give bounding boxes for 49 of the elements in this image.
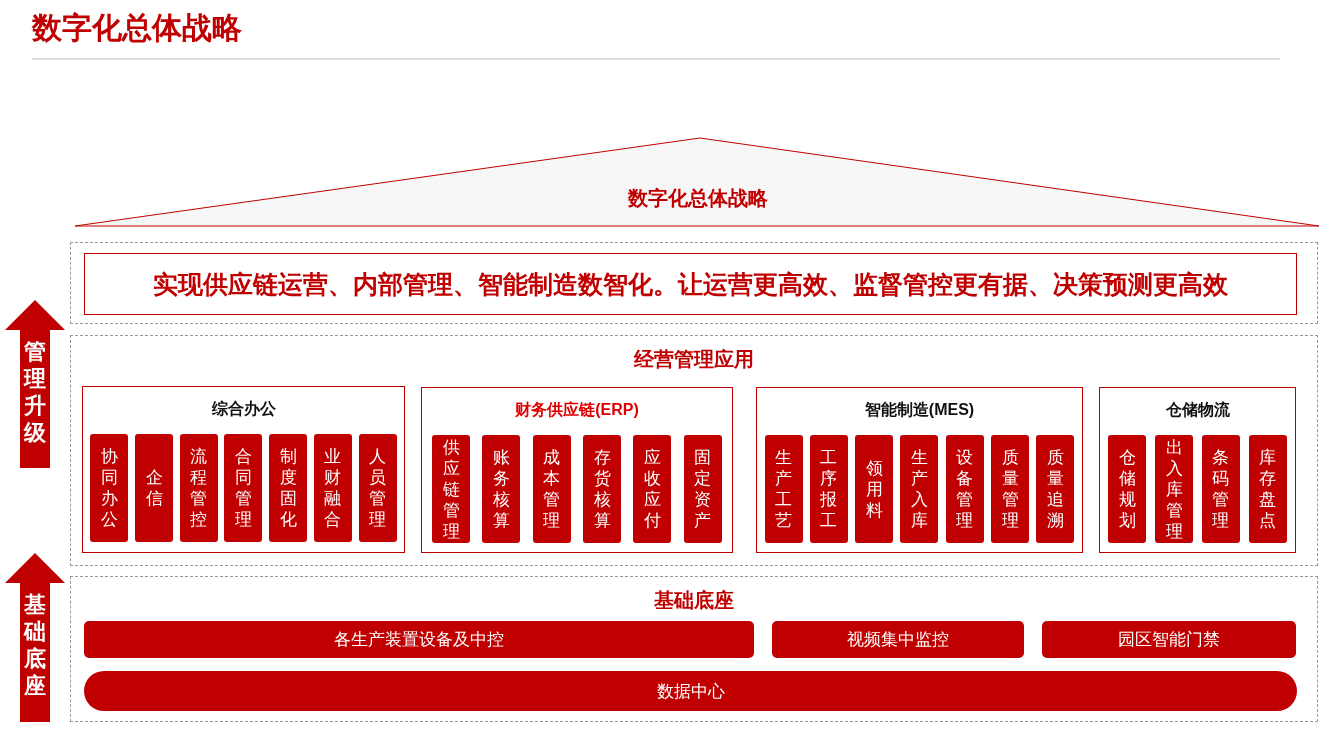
module-tile: 协同办公 (90, 434, 129, 542)
module-tile: 应收应付 (633, 435, 672, 543)
module-tile: 账务核算 (482, 435, 521, 543)
module-tile: 业财融合 (313, 434, 352, 542)
module-tile: 供应链管理 (432, 435, 471, 543)
module-tile: 生产入库 (900, 435, 939, 543)
layer-heading: 经营管理应用 (632, 347, 755, 372)
group-heading: 智能制造(MES) (863, 400, 976, 420)
arrow-label: 管理升级 (23, 338, 47, 446)
module-tile: 设备管理 (945, 435, 984, 543)
module-tile: 出入库管理 (1155, 435, 1194, 543)
arrow-label: 基础底座 (23, 591, 47, 699)
module-tile: 工序报工 (809, 435, 848, 543)
module-tile: 固定资产 (683, 435, 722, 543)
infrastructure-bar: 园区智能门禁 (1042, 621, 1296, 658)
layer-panel (70, 335, 1318, 566)
module-tile: 质量管理 (991, 435, 1030, 543)
module-tile: 合同管理 (224, 434, 263, 542)
layer-panel (70, 576, 1318, 722)
module-tile: 成本管理 (532, 435, 571, 543)
infrastructure-bar: 视频集中监控 (772, 621, 1024, 658)
layer-heading: 基础底座 (653, 588, 735, 613)
module-tile: 生产工艺 (764, 435, 803, 543)
infrastructure-bar: 各生产装置设备及中控 (84, 621, 754, 658)
upward-arrow (5, 300, 65, 468)
module-tile: 条码管理 (1201, 435, 1240, 543)
roof-banner (75, 137, 1320, 227)
module-tile: 人员管理 (358, 434, 397, 542)
vision-statement: 实现供应链运营、内部管理、智能制造数智化。让运营更高效、监督管控更有据、决策预测更高效 (84, 253, 1297, 315)
module-tile: 仓储规划 (1108, 435, 1147, 543)
module-group (1099, 387, 1296, 553)
module-tile: 质量追溯 (1036, 435, 1075, 543)
roof-title: 数字化总体战略 (626, 186, 769, 211)
data-center-bar: 数据中心 (84, 671, 1297, 711)
module-group (82, 386, 405, 553)
module-tile: 企信 (135, 434, 174, 542)
upward-arrow (5, 553, 65, 722)
layer-panel (70, 242, 1318, 324)
module-tile: 库存盘点 (1248, 435, 1287, 543)
module-tile: 领用料 (855, 435, 894, 543)
module-group (756, 387, 1083, 553)
module-tile: 存货核算 (583, 435, 622, 543)
page-title: 数字化总体战略 (32, 10, 242, 46)
group-heading: 财务供应链(ERP) (514, 400, 640, 420)
module-group (421, 387, 733, 553)
module-tile: 制度固化 (269, 434, 308, 542)
module-tile: 流程管控 (179, 434, 218, 542)
group-heading: 综合办公 (210, 399, 277, 419)
group-heading: 仓储物流 (1164, 400, 1231, 420)
